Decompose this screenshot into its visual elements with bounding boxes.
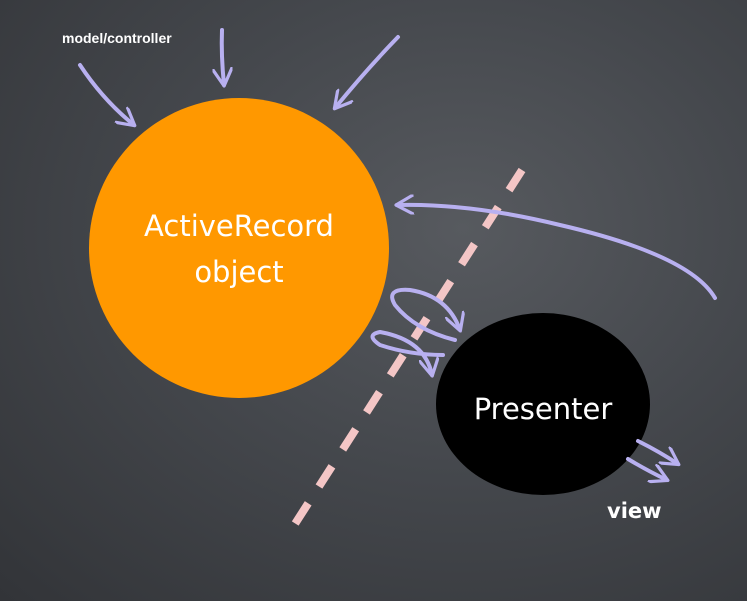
model-controller-label: model/controller [62, 30, 172, 46]
active-record-label-line2: object [194, 255, 283, 289]
active-record-label-line1: ActiveRecord [144, 209, 334, 243]
boundary-dashed-line [289, 167, 526, 530]
view-label: view [607, 499, 662, 523]
incoming-arrow-left [78, 63, 134, 125]
presenter-node: Presenter [436, 313, 650, 495]
delegation-loop-upper [390, 287, 460, 342]
presenter-ellipse [436, 313, 650, 495]
incoming-arrow-center [222, 28, 224, 85]
presenter-label: Presenter [474, 392, 613, 426]
return-arrow [397, 205, 717, 300]
output-arrow-upper [636, 439, 678, 464]
active-record-circle [89, 98, 389, 398]
incoming-arrow-right [335, 35, 400, 108]
active-record-node: ActiveRecord object [89, 98, 389, 398]
output-arrow-lower [626, 457, 667, 480]
delegation-loop-lower [370, 329, 445, 375]
